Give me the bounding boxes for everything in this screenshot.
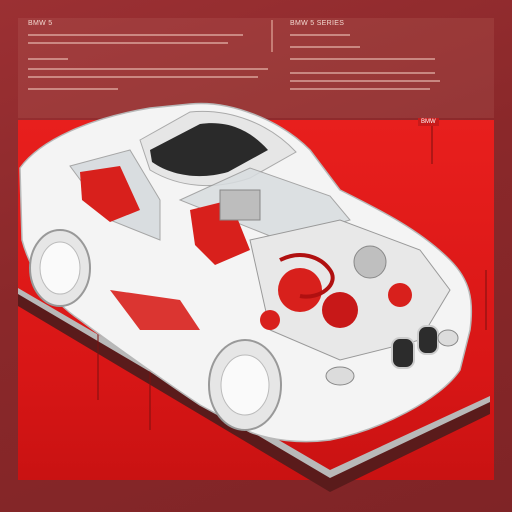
text-line [28, 58, 68, 60]
rear-wheel-rim [39, 241, 81, 295]
sunroof-glass [150, 123, 268, 177]
text-line [28, 42, 228, 44]
rear-seat [80, 166, 140, 222]
engine-component [278, 268, 322, 312]
kidney-grille-left [391, 337, 415, 369]
kidney-grille-right [417, 325, 439, 355]
headlight [437, 329, 459, 347]
engine-block [219, 189, 261, 221]
engine-component [388, 283, 412, 307]
engine-component [322, 292, 358, 328]
text-line [290, 80, 440, 82]
text-line [290, 58, 435, 60]
text-line [28, 34, 243, 36]
text-line [290, 88, 430, 90]
engine-hose [279, 253, 335, 299]
windshield [178, 167, 351, 241]
text-line [28, 88, 118, 90]
exhaust-system [110, 290, 200, 330]
text-line [28, 68, 268, 70]
text-line [28, 76, 258, 78]
side-tag: BMW [418, 118, 439, 126]
engine-component [353, 245, 387, 279]
front-wheel-rim [220, 354, 270, 416]
header-left-label: BMW 5 [28, 20, 53, 27]
text-line [290, 72, 435, 74]
headlight [325, 366, 355, 386]
engine-component [260, 310, 280, 330]
header-right-label: BMW 5 SERIES [290, 20, 345, 27]
text-line [290, 34, 350, 36]
text-line [290, 46, 360, 48]
